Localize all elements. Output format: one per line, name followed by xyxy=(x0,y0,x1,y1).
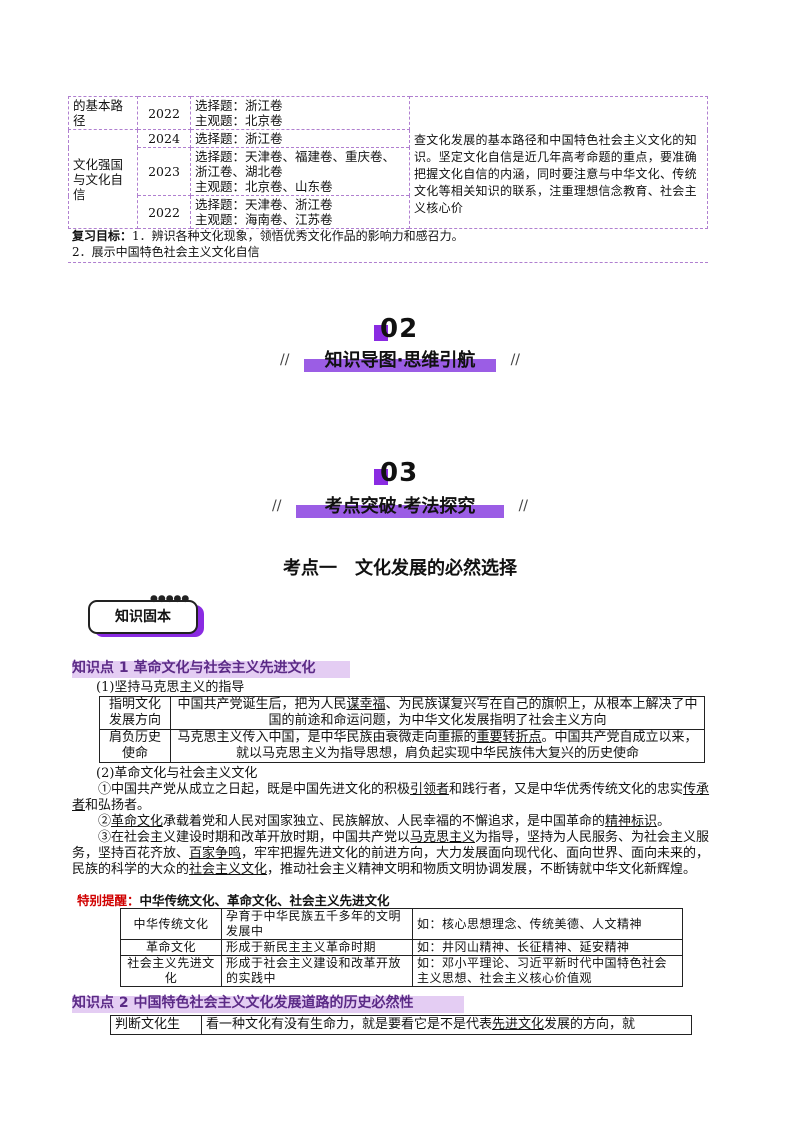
kp1-sub1: (1)坚持马克思主义的指导 xyxy=(96,680,245,695)
section-03-banner: // 考点突破·考法探究 // xyxy=(268,492,532,518)
slash-decor-icon: // xyxy=(272,498,282,514)
exam-questions: 选择题：浙江卷主观题：北京卷 xyxy=(190,96,410,130)
special-label: 特别提醒： xyxy=(77,893,140,908)
review-goals: 复习目标：1．辨识各种文化现象，领悟优秀文化作品的影响力和感召力。 2．展示中国… xyxy=(68,228,708,263)
exam-cell-path: 的基本路径 xyxy=(68,96,138,130)
exam-questions: 选择题：浙江卷 xyxy=(190,129,410,148)
compare-table: 中华传统文化 孕育于中华民族五千多年的文明发展中 如：核心思想理念、传统美德、人… xyxy=(120,908,683,987)
special-text: 中华传统文化、革命文化、社会主义先进文化 xyxy=(139,893,390,908)
topic-title: 考点一 文化发展的必然选择 xyxy=(283,558,517,579)
section-02-title: 知识导图·思维引航 xyxy=(324,350,476,371)
kp1-p1: ①中国共产党从成立之日起，既是中国先进文化的积极引领者和践行者，又是中华优秀传统… xyxy=(72,782,710,813)
table-row: 革命文化 形成于新民主主义革命时期 如：井冈山精神、长征精神、延安精神 xyxy=(120,939,683,956)
exam-analysis: 查文化发展的基本路径和中国特色社会主义文化的知识。坚定文化自信是近几年高考命题的… xyxy=(409,96,708,229)
exam-questions: 选择题：天津卷、浙江卷主观题：海南卷、江苏卷 xyxy=(190,195,410,229)
exam-year: 2022 xyxy=(137,96,191,130)
knowledge-tag: 知识固本 ●●●●● xyxy=(88,594,204,637)
kp1-p2: ②革命文化承载着党和人民对国家独立、民族解放、人民幸福的不懈追求，是中国革命的精… xyxy=(98,814,671,829)
exam-questions: 选择题：天津卷、福建卷、重庆卷、浙江卷、湖北卷主观题：北京卷、山东卷 xyxy=(190,147,410,196)
kp2-table: 判断文化生 看一种文化有没有生命力，就是要看它是不是代表先进文化发展的方向，就 xyxy=(110,1015,692,1035)
binder-rings-icon: ●●●●● xyxy=(150,594,190,604)
table-row: 指明文化发展方向 中国共产党诞生后，把为人民谋幸福、为民族谋复兴写在自己的旗帜上… xyxy=(99,696,705,730)
review-line2: 2．展示中国特色社会主义文化自信 xyxy=(72,245,260,259)
kp1-heading: 知识点 1 革命文化与社会主义先进文化 xyxy=(72,658,350,678)
review-line1: 1．辨识各种文化现象，领悟优秀文化作品的影响力和感召力。 xyxy=(132,229,464,243)
section-03-number: 03 xyxy=(374,458,418,488)
kp1-row2-text: 马克思主义传入中国，是中华民族由衰微走向重振的重要转折点。中国共产党自成立以来，… xyxy=(170,729,705,763)
table-row: 中华传统文化 孕育于中华民族五千多年的文明发展中 如：核心思想理念、传统美德、人… xyxy=(120,908,683,940)
exam-year: 2024 xyxy=(137,129,191,148)
review-label: 复习目标： xyxy=(72,229,133,243)
exam-year: 2022 xyxy=(137,195,191,229)
section-03-title: 考点突破·考法探究 xyxy=(324,496,476,517)
kp1-row1-text: 中国共产党诞生后，把为人民谋幸福、为民族谋复兴写在自己的旗帜上，从根本上解决了中… xyxy=(170,696,705,730)
table-row: 判断文化生 看一种文化有没有生命力，就是要看它是不是代表先进文化发展的方向，就 xyxy=(110,1015,692,1035)
special-note: 特别提醒：中华传统文化、革命文化、社会主义先进文化 xyxy=(77,893,390,908)
exam-group-label: 文化强国与文化自信 xyxy=(68,129,138,229)
exam-table: 的基本路径 2022 选择题：浙江卷主观题：北京卷 查文化发展的基本路径和中国特… xyxy=(68,96,708,229)
kp1-table: 指明文化发展方向 中国共产党诞生后，把为人民谋幸福、为民族谋复兴写在自己的旗帜上… xyxy=(99,696,705,763)
section-02-banner: // 知识导图·思维引航 // xyxy=(276,346,524,372)
kp1-p3: ③在社会主义建设时期和改革开放时期，中国共产党以马克思主义为指导，坚持为人民服务… xyxy=(72,830,710,877)
kp2-row-text: 看一种文化有没有生命力，就是要看它是不是代表先进文化发展的方向，就 xyxy=(201,1015,692,1035)
kp2-heading: 知识点 2 中国特色社会主义文化发展道路的历史必然性 xyxy=(72,993,464,1013)
slash-decor-icon: // xyxy=(510,352,520,368)
table-row: 肩负历史使命 马克思主义传入中国，是中华民族由衰微走向重振的重要转折点。中国共产… xyxy=(99,729,705,763)
section-02-number: 02 xyxy=(374,314,418,344)
kp1-sub2: (2)革命文化与社会主义文化 xyxy=(96,766,258,781)
slash-decor-icon: // xyxy=(518,498,528,514)
table-row: 社会主义先进文化 形成于社会主义建设和改革开放的实践中 如：邓小平理论、习近平新… xyxy=(120,955,683,987)
exam-year: 2023 xyxy=(137,147,191,196)
slash-decor-icon: // xyxy=(280,352,290,368)
